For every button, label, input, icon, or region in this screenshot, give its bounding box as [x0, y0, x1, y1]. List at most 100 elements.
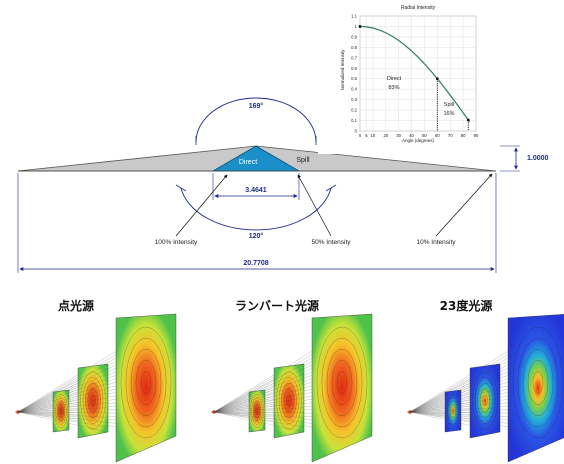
contour-line: [482, 394, 488, 407]
contour-line: [472, 371, 498, 430]
light-ray: [17, 411, 109, 428]
light-ray: [213, 411, 305, 423]
light-ray: [409, 407, 501, 413]
light-ray: [17, 368, 109, 413]
light-ray: [17, 378, 109, 413]
light-ray: [213, 393, 305, 413]
contour-line: [54, 394, 68, 428]
contour-line: [326, 349, 358, 416]
chart-ytick-label: 0.1: [351, 118, 357, 123]
light-ray: [17, 397, 109, 413]
chart-xtick-label: 40: [409, 133, 414, 138]
contour-line: [517, 338, 559, 427]
light-ray: [17, 411, 109, 423]
geometry-diagram: Direct Spill 169° 1.0000 3.4641 120° 100…: [17, 97, 549, 273]
light-ray: [409, 383, 501, 413]
contour-line: [252, 400, 262, 422]
light-ray: [17, 411, 109, 433]
light-ray: [17, 393, 109, 413]
light-ray: [409, 388, 501, 413]
chart-ytick-label: 0.3: [351, 97, 357, 102]
chart-ytick-label: 0: [355, 129, 358, 134]
contour-line: [450, 404, 456, 418]
chart-ytick-label: 1.1: [351, 14, 357, 19]
contour-line: [276, 371, 302, 430]
contour-line: [254, 404, 260, 418]
light-ray: [17, 363, 109, 413]
light-ray: [409, 368, 501, 413]
contour-line: [251, 397, 263, 425]
chart-title: Radial Intensity: [401, 5, 436, 11]
contour-line: [527, 360, 549, 405]
panel-title-lambert: ランバート光源: [235, 298, 319, 313]
light-ray: [409, 402, 501, 413]
contour-line: [286, 394, 292, 407]
irradiance-plane: [444, 389, 462, 433]
panel-title-23deg: 23度光源: [440, 298, 493, 313]
contour-line: [120, 326, 172, 439]
light-ray: [409, 378, 501, 413]
chart-ytick-label: 0.8: [351, 45, 357, 50]
spill-label: Spill: [296, 157, 310, 164]
contour-line: [448, 400, 458, 422]
light-ray: [213, 411, 305, 433]
chart-ytick-label: 0.9: [351, 34, 357, 39]
contour-line: [85, 383, 101, 418]
contour-line: [479, 388, 491, 413]
irradiance-plane: [115, 313, 177, 463]
chart-ytick-label: 0.4: [351, 87, 357, 92]
light-ray: [409, 411, 501, 418]
contour-line: [58, 404, 64, 418]
contour-line: [281, 383, 297, 418]
contour-line: [130, 349, 162, 416]
chart-xtick-label: 70: [448, 133, 453, 138]
light-ray: [213, 411, 305, 418]
chart-point-start: [358, 25, 362, 28]
contour-line: [331, 360, 353, 405]
chart-xtick-label: 5: [365, 133, 368, 138]
contour-line: [447, 397, 459, 425]
light-ray: [17, 402, 109, 413]
chart-ytick-label: 1: [355, 24, 358, 29]
callout-100: 100% Intensity: [155, 239, 198, 246]
height-dimension: 1.0000: [527, 155, 549, 162]
ray-trace-panel: [407, 314, 564, 463]
contour-line: [90, 394, 96, 407]
light-ray: [213, 397, 305, 413]
light-ray: [409, 363, 501, 413]
light-ray: [213, 378, 305, 413]
contour-line: [250, 394, 264, 428]
chart-xtick-label: 10: [371, 133, 376, 138]
light-ray: [213, 368, 305, 413]
light-ray: [409, 393, 501, 413]
contour-line: [87, 388, 99, 413]
contour-line: [474, 377, 496, 424]
chart-xtick-label: 30: [396, 133, 401, 138]
irradiance-plane: [52, 389, 70, 433]
light-ray: [17, 373, 109, 413]
light-ray: [213, 363, 305, 413]
chart-ytick-label: 0.7: [351, 55, 357, 60]
direct-label: Direct: [239, 159, 257, 166]
light-ray: [213, 388, 305, 413]
irradiance-plane: [469, 363, 501, 439]
contour-line: [140, 371, 152, 394]
irradiance-plane: [507, 314, 564, 463]
light-ray: [213, 383, 305, 413]
irradiance-plane: [311, 313, 373, 463]
chart-direct-value: 83%: [388, 85, 399, 91]
chart-point-marker: [435, 77, 439, 81]
top-angle-label: 169°: [249, 102, 264, 110]
chart-ytick-label: 0.6: [351, 66, 357, 71]
ray-trace-panel: [211, 313, 373, 463]
contour-line: [477, 383, 493, 418]
light-ray: [409, 411, 501, 413]
contour-line: [316, 326, 368, 439]
contour-line: [283, 388, 295, 413]
chart-xlabel: Angle (degrees): [402, 138, 435, 143]
callout-50: 50% Intensity: [311, 239, 351, 246]
contour-line: [522, 349, 554, 416]
chart-ytick-label: 0.2: [351, 108, 357, 113]
contour-line: [135, 360, 157, 405]
